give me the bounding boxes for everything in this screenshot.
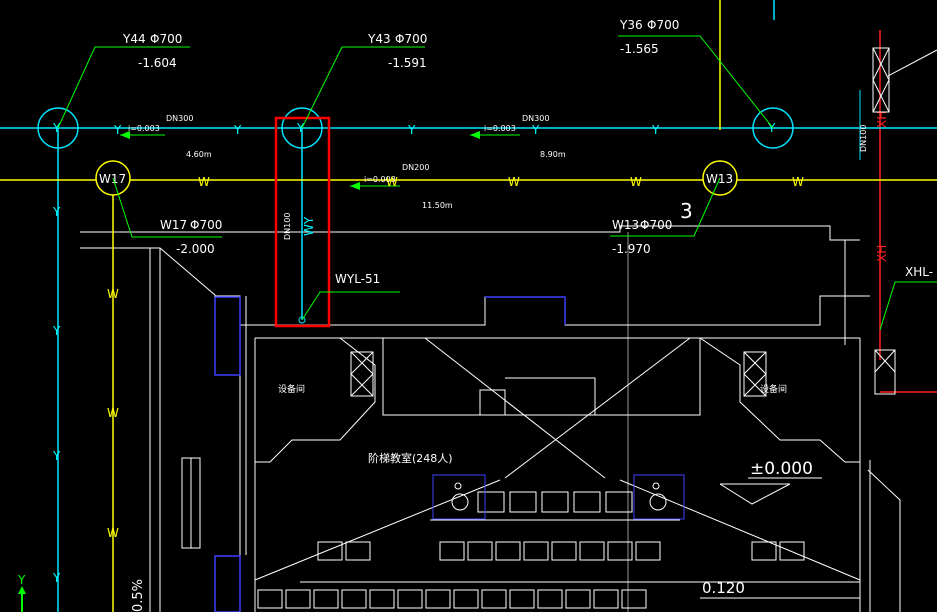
svg-text:XHL-: XHL-: [905, 265, 933, 279]
sewage-letter: W: [107, 287, 119, 301]
side-slope: 0.5%: [131, 579, 146, 612]
svg-text:Y43: Y43: [367, 32, 391, 46]
sewage-letter: W: [386, 175, 398, 189]
sewage-length: 11.50m: [422, 201, 453, 210]
seat-rows: [257, 491, 805, 609]
sewage-letter: W: [792, 175, 804, 189]
sewage-dn: DN200: [402, 163, 429, 172]
storm-pipe-main: Y Y Y Y Y Y Y Y Y DN300 i=0.003 4.60m DN…: [0, 90, 937, 612]
equipment-box-icon: [350, 351, 374, 397]
leader-w17: W17 Φ700 -2.000: [112, 177, 222, 256]
storm-dn-a: DN300: [166, 114, 193, 123]
storm-letter: Y: [52, 205, 61, 219]
leader-xhl: XHL-: [879, 265, 937, 331]
svg-text:Φ700: Φ700: [647, 18, 679, 32]
svg-text:-1.591: -1.591: [388, 56, 427, 70]
svg-text:-1.565: -1.565: [620, 42, 659, 56]
leader-w13: W13 Φ700 -1.970: [610, 177, 721, 256]
storm-slope-a: i=0.003: [128, 124, 160, 133]
leader-y44: Y44 Φ700 -1.604: [57, 32, 190, 129]
sewage-letter: W: [107, 526, 119, 540]
room-label-left: 设备间: [278, 383, 305, 395]
sewage-letter: W: [630, 175, 642, 189]
riser-letter: WY: [302, 216, 316, 236]
hall-label: 阶梯教室(248人): [368, 451, 453, 465]
riser-wy[interactable]: DN100 WY WYL-51: [274, 116, 400, 328]
storm-length-a: 4.60m: [186, 150, 212, 159]
svg-text:Y: Y: [52, 121, 61, 135]
svg-text:Y44: Y44: [122, 32, 146, 46]
ucs-axis-icon: Y: [17, 573, 26, 612]
svg-text:Y: Y: [296, 121, 305, 135]
leader-y43: Y43 Φ700 -1.591: [301, 32, 427, 129]
fire-pipe-letter: XH: [875, 111, 889, 128]
svg-text:Y36: Y36: [619, 18, 643, 32]
windows: [214, 296, 566, 612]
axis-number: 3: [680, 199, 693, 223]
floor-elevation: ±0.000: [750, 459, 813, 479]
selection-highlight: [274, 116, 331, 328]
fire-pipe-letter-2: XH: [875, 245, 889, 262]
storm-letter: Y: [651, 123, 660, 137]
storm-letter: Y: [52, 571, 61, 585]
circle-y-icon[interactable]: Y: [752, 107, 794, 149]
svg-text:Y: Y: [17, 573, 26, 587]
circle-y-icon[interactable]: Y: [37, 107, 79, 149]
low-elevation: 0.120: [702, 579, 745, 597]
storm-dn-b: DN300: [522, 114, 549, 123]
leader-y36: Y36 Φ700 -1.565: [618, 18, 774, 129]
sewage-letter: W: [107, 406, 119, 420]
wheelchair-icon: [633, 474, 685, 520]
leader-top-right: [887, 49, 937, 77]
svg-text:-2.000: -2.000: [176, 242, 215, 256]
svg-text:W17: W17: [160, 218, 187, 232]
svg-text:Y: Y: [767, 121, 776, 135]
equipment-box-icon: [743, 351, 767, 397]
storm-dn-right: DN100: [859, 125, 868, 152]
svg-text:Φ700: Φ700: [190, 218, 222, 232]
storm-letter: Y: [531, 123, 540, 137]
riser-dn: DN100: [283, 213, 292, 240]
equipment-box-icon: [872, 47, 890, 113]
storm-letter: Y: [233, 123, 242, 137]
storm-letter: Y: [52, 324, 61, 338]
svg-text:-1.604: -1.604: [138, 56, 177, 70]
svg-text:W13: W13: [612, 218, 639, 232]
riser-tag: WYL-51: [335, 272, 380, 286]
svg-text:Φ700: Φ700: [640, 218, 672, 232]
storm-slope-b: i=0.003: [484, 124, 516, 133]
svg-text:Φ700: Φ700: [395, 32, 427, 46]
dashed-column: [181, 457, 201, 549]
svg-text:W17: W17: [99, 172, 126, 186]
wheelchair-icon: [432, 474, 486, 520]
storm-letter: Y: [52, 449, 61, 463]
sewage-slope: i=0.003: [364, 175, 396, 184]
storm-length-b: 8.90m: [540, 150, 566, 159]
fire-pipe-riser: XH XH: [875, 30, 937, 393]
sewage-letter: W: [508, 175, 520, 189]
circle-y-icon[interactable]: Y: [281, 107, 323, 149]
sewage-letter: W: [198, 175, 210, 189]
equipment-box-icon: [874, 349, 896, 395]
room-label-right: 设备间: [760, 383, 787, 395]
storm-letter: Y: [407, 123, 416, 137]
svg-text:Φ700: Φ700: [150, 32, 182, 46]
storm-letter: Y: [113, 123, 122, 137]
svg-text:-1.970: -1.970: [612, 242, 651, 256]
building-walls: [80, 225, 901, 612]
